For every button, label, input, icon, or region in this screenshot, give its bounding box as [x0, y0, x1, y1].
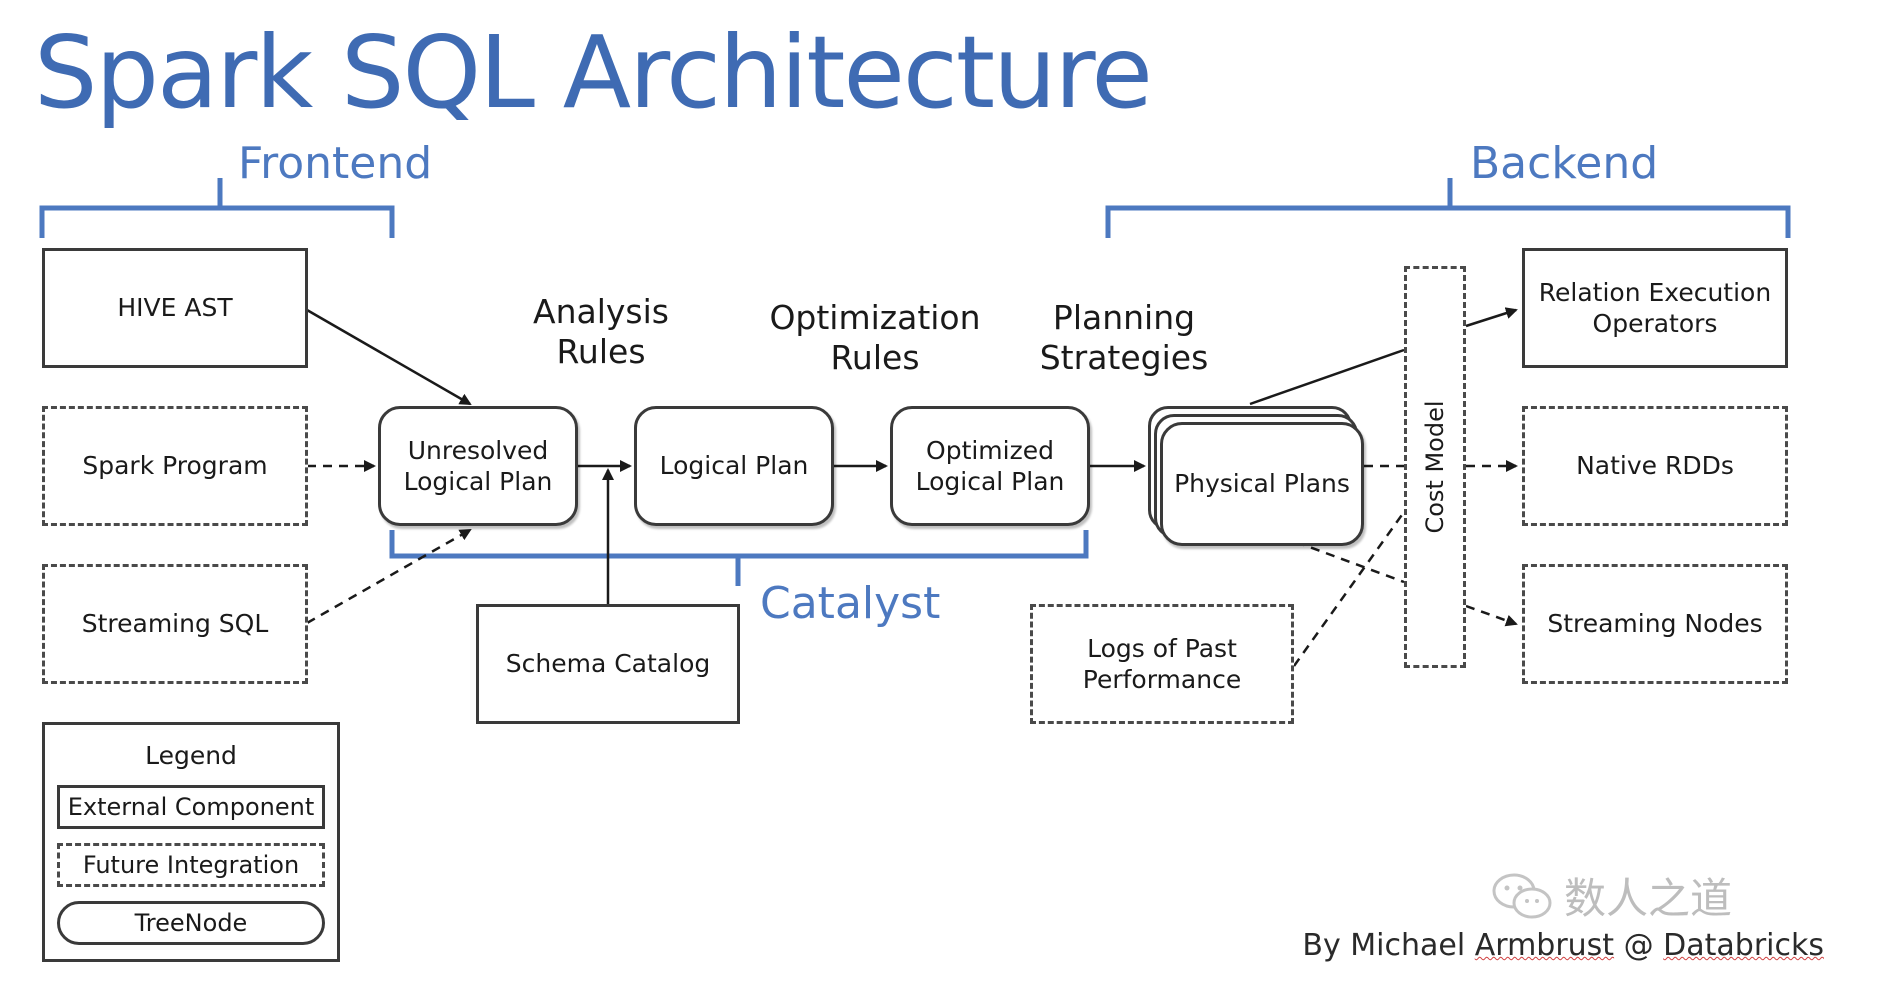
page-title: Spark SQL Architecture: [34, 14, 1153, 131]
hive-ast-box: HIVE AST: [42, 248, 308, 368]
streaming-nodes-box: Streaming Nodes: [1522, 564, 1788, 684]
wechat-icon: [1492, 873, 1552, 918]
streaming-sql-box: Streaming SQL: [42, 564, 308, 684]
schema-catalog-box: Schema Catalog: [476, 604, 740, 724]
arrow-streaming-to-unresolved: [306, 528, 472, 625]
physical-plans-node: Physical Plans: [1160, 422, 1364, 546]
logical-plan-node: Logical Plan: [634, 406, 834, 526]
author-credit: By Michael Armbrust @ Databricks: [1302, 928, 1824, 963]
line-physical-to-cost: [1249, 348, 1405, 406]
arrow-hive-to-unresolved: [306, 308, 472, 406]
credit-company: Databricks: [1663, 928, 1824, 963]
catalyst-label: Catalyst: [760, 578, 941, 629]
native-rdds-box: Native RDDs: [1522, 406, 1788, 526]
unresolved-logical-plan-node: Unresolved Logical Plan: [378, 406, 578, 526]
credit-mid: @: [1614, 928, 1664, 963]
arrow-cost-to-relation: [1465, 307, 1518, 328]
line-physical-lower-dashed: [1295, 540, 1405, 584]
analysis-rules-label: Analysis Rules: [533, 292, 669, 372]
optimization-rules-label: Optimization Rules: [769, 298, 981, 378]
optimized-logical-plan-node: Optimized Logical Plan: [890, 406, 1090, 526]
legend-external-component: External Component: [57, 785, 325, 829]
backend-bracket: [1105, 178, 1791, 238]
legend-box: Legend External Component Future Integra…: [42, 722, 340, 962]
spark-program-box: Spark Program: [42, 406, 308, 526]
legend-future-integration: Future Integration: [57, 843, 325, 887]
backend-label: Backend: [1470, 138, 1659, 189]
frontend-bracket: [39, 178, 395, 238]
cost-model-label: Cost Model: [1421, 400, 1449, 534]
arrow-cost-to-streaming: [1465, 604, 1518, 627]
legend-title: Legend: [145, 741, 237, 770]
credit-name: Armbrust: [1474, 928, 1615, 963]
cost-model-box: Cost Model: [1404, 266, 1466, 668]
legend-treenode: TreeNode: [57, 901, 325, 945]
frontend-label: Frontend: [238, 138, 433, 189]
relation-execution-operators-box: Relation Execution Operators: [1522, 248, 1788, 368]
watermark: 数人之道: [1490, 865, 1732, 926]
planning-strategies-label: Planning Strategies: [1039, 298, 1209, 378]
watermark-text: 数人之道: [1564, 874, 1733, 923]
catalyst-bracket: [389, 530, 1089, 586]
logs-past-performance-box: Logs of Past Performance: [1030, 604, 1294, 724]
credit-prefix: By Michael: [1302, 928, 1475, 963]
